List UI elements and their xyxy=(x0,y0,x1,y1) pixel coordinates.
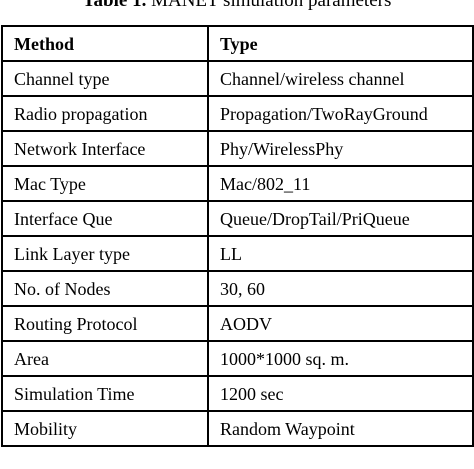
table-row: Routing Protocol AODV xyxy=(1,305,474,342)
param-name: Mobility xyxy=(1,410,209,447)
table-row: Mac Type Mac/802_11 xyxy=(1,165,474,202)
table-row: Radio propagation Propagation/TwoRayGrou… xyxy=(1,95,474,132)
parameters-table: Method Type Channel type Channel/wireles… xyxy=(1,25,474,447)
param-name: No. of Nodes xyxy=(1,270,209,307)
param-value: 30, 60 xyxy=(207,270,474,307)
table-row: Simulation Time 1200 sec xyxy=(1,375,474,412)
param-name: Radio propagation xyxy=(1,95,209,132)
param-value: Propagation/TwoRayGround xyxy=(207,95,474,132)
caption-text: MANET simulation parameters xyxy=(151,0,392,11)
param-name: Interface Que xyxy=(1,200,209,237)
param-name: Network Interface xyxy=(1,130,209,167)
table-row: Interface Que Queue/DropTail/PriQueue xyxy=(1,200,474,237)
table-caption: Table 1. MANET simulation parameters xyxy=(0,0,474,13)
param-value: Phy/WirelessPhy xyxy=(207,130,474,167)
table-row: No. of Nodes 30, 60 xyxy=(1,270,474,307)
param-value: Mac/802_11 xyxy=(207,165,474,202)
param-value: Channel/wireless channel xyxy=(207,60,474,97)
table-row: Area 1000*1000 sq. m. xyxy=(1,340,474,377)
table-row: Link Layer type LL xyxy=(1,235,474,272)
param-value: 1200 sec xyxy=(207,375,474,412)
param-name: Area xyxy=(1,340,209,377)
param-value: LL xyxy=(207,235,474,272)
param-name: Link Layer type xyxy=(1,235,209,272)
param-name: Simulation Time xyxy=(1,375,209,412)
param-value: 1000*1000 sq. m. xyxy=(207,340,474,377)
caption-label: Table 1. xyxy=(82,0,147,11)
header-method: Method xyxy=(1,25,209,62)
param-value: AODV xyxy=(207,305,474,342)
table-row: Network Interface Phy/WirelessPhy xyxy=(1,130,474,167)
param-value: Queue/DropTail/PriQueue xyxy=(207,200,474,237)
table-row: Mobility Random Waypoint xyxy=(1,410,474,447)
param-name: Channel type xyxy=(1,60,209,97)
param-value: Random Waypoint xyxy=(207,410,474,447)
header-type: Type xyxy=(207,25,474,62)
param-name: Mac Type xyxy=(1,165,209,202)
table-row: Channel type Channel/wireless channel xyxy=(1,60,474,97)
header-row: Method Type xyxy=(1,25,474,62)
param-name: Routing Protocol xyxy=(1,305,209,342)
